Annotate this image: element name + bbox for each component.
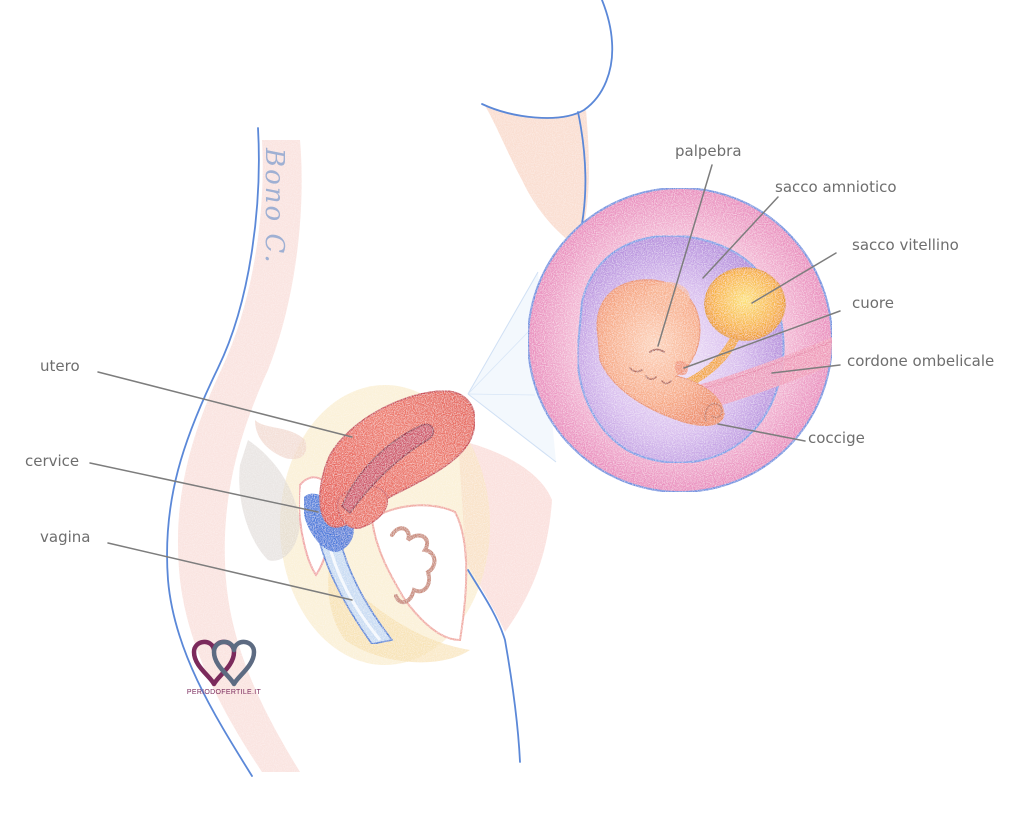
leader-coccyx [717, 423, 806, 442]
leader-amniotic-sac [702, 196, 779, 279]
label-cervix: cervice [25, 452, 79, 470]
embryo-limb-buds [629, 367, 672, 385]
rectum [370, 504, 468, 642]
label-umbilical-cord: cordone ombelicale [847, 352, 994, 370]
eyelid [649, 348, 665, 353]
leader-uterus [97, 371, 353, 438]
vagina [314, 523, 394, 645]
umbilical-cord [687, 335, 832, 411]
body-outline [166, 0, 614, 777]
label-uterus: utero [40, 357, 80, 375]
artist-signature: Bono C. [259, 147, 289, 265]
leader-yolk-sac [751, 252, 837, 304]
leader-eyelid [657, 164, 713, 347]
coccyx-tail [704, 402, 723, 422]
breast-contour [481, 0, 614, 119]
leader-vagina [107, 542, 353, 601]
label-amniotic-sac: sacco amniotico [775, 178, 897, 196]
leader-lines [89, 164, 841, 601]
pelvic-anatomy [298, 390, 476, 645]
uterine-cavity [341, 423, 435, 515]
label-eyelid: palpebra [675, 142, 742, 160]
embryo [596, 279, 725, 426]
site-logo: PERIODOFERTILE.IT [187, 639, 262, 696]
label-coccyx: coccige [808, 429, 865, 447]
logo-heart-right-icon [211, 639, 257, 687]
logo-text: PERIODOFERTILE.IT [187, 689, 262, 696]
label-yolk-sac: sacco vitellino [852, 236, 959, 254]
leader-cervix [89, 462, 319, 513]
belly-lower-contour [467, 569, 521, 763]
leader-heart [683, 310, 841, 369]
heart-prominence [674, 360, 689, 376]
embryo-head-bulge [646, 282, 690, 314]
embryo-inset [527, 187, 833, 493]
body-left-contour [166, 127, 260, 777]
yolk-sac [704, 267, 786, 341]
labels: palpebra sacco amniotico sacco vitellino… [25, 142, 994, 546]
leader-umbilical-cord [771, 364, 841, 374]
vitelline-duct [683, 331, 741, 388]
label-heart: cuore [852, 294, 894, 312]
bowel-detail [390, 526, 437, 605]
label-vagina: vagina [40, 528, 90, 546]
